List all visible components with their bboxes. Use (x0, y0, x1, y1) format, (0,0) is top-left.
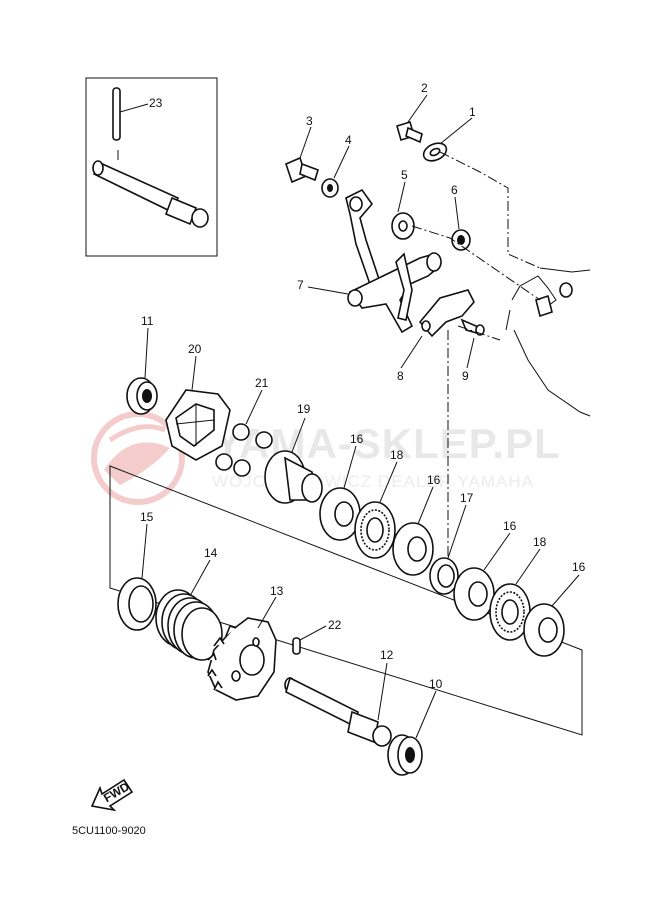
callout-16a: 16 (350, 432, 364, 446)
washer-4 (321, 178, 339, 198)
callout-2: 2 (421, 81, 428, 95)
inset-box (85, 77, 218, 257)
needle-bearing-18b (489, 583, 531, 641)
washer-16c (453, 567, 495, 621)
bearing-10 (387, 734, 423, 776)
callout-20: 20 (188, 342, 202, 356)
callout-18a: 18 (390, 448, 404, 462)
assembly-lines (109, 151, 583, 736)
callout-4: 4 (345, 133, 352, 147)
callout-14: 14 (204, 546, 218, 560)
needle-bearing-18a (354, 501, 396, 559)
bolt-2 (396, 120, 423, 144)
callout-15: 15 (140, 510, 154, 524)
callout-21: 21 (255, 376, 269, 390)
sleeve-19 (264, 450, 323, 504)
callout-9: 9 (462, 369, 469, 383)
washer-16d (523, 603, 565, 657)
callout-18b: 18 (533, 535, 547, 549)
callout-10: 10 (429, 677, 443, 691)
gear-13 (207, 617, 277, 701)
callout-5: 5 (401, 168, 408, 182)
washer-1 (422, 142, 448, 162)
callout-1: 1 (469, 105, 476, 119)
callout-23: 23 (149, 96, 163, 110)
shaft-12 (284, 676, 392, 747)
spacer-17 (429, 557, 459, 595)
plate-8 (418, 289, 475, 338)
fwd-arrow: FWD (90, 778, 134, 812)
callout-3: 3 (306, 114, 313, 128)
spring-14 (155, 589, 223, 661)
callout-16b: 16 (427, 473, 441, 487)
collar-20 (165, 389, 231, 461)
pin-23 (112, 87, 121, 141)
diagram-code: 5CU1100-9020 (72, 825, 146, 837)
callout-17: 17 (460, 491, 474, 505)
balls-21 (215, 423, 273, 477)
washer-6 (451, 229, 471, 251)
callout-7: 7 (297, 278, 304, 292)
callout-11: 11 (141, 314, 154, 328)
upper-linkage (285, 120, 485, 338)
ring-15 (117, 577, 157, 631)
lever-5 (345, 188, 415, 292)
callout-6: 6 (451, 183, 458, 197)
engine-housing (505, 267, 591, 417)
shaft-inset (92, 150, 209, 228)
watermark-subtitle: WOJCIECHOWICZ DEALER YAMAHA (212, 472, 534, 491)
lever-7 (347, 252, 442, 334)
callout-19: 19 (297, 402, 311, 416)
pin-22 (292, 637, 301, 655)
callout-22: 22 (328, 618, 342, 632)
shaft-assembly (117, 377, 565, 776)
washer-16b (392, 522, 434, 576)
callout-8: 8 (397, 369, 404, 383)
leader-lines (141, 94, 580, 739)
callout-13: 13 (270, 584, 284, 598)
washer-16a (319, 487, 361, 541)
callout-16d: 16 (572, 560, 586, 574)
callout-numbers: 2 1 3 4 5 6 7 8 9 11 20 21 19 16 18 16 1… (140, 81, 586, 691)
bearing-11 (126, 377, 158, 415)
bolt-3 (285, 156, 319, 184)
watermark: YAMA-SKLEP.PL WOJCIECHOWICZ DEALER YAMAH… (91, 411, 560, 505)
callout-12: 12 (380, 648, 394, 662)
callout-16c: 16 (503, 519, 517, 533)
screw-9 (460, 318, 485, 336)
